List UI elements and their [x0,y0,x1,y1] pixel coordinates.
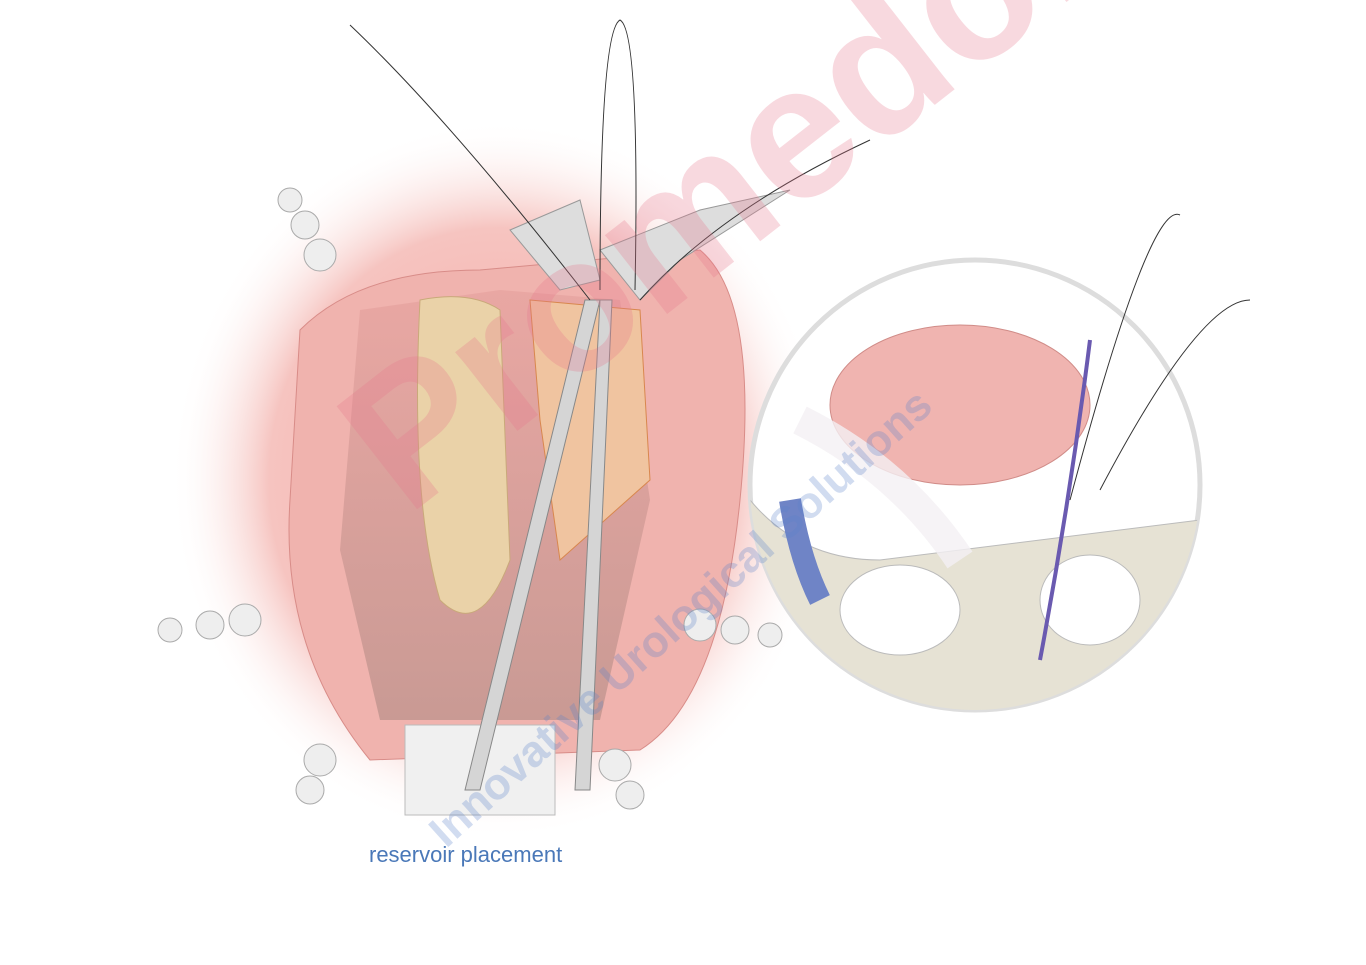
instruments [349,19,871,791]
figure-caption: reservoir placement [369,842,563,867]
inset-detail [747,213,1251,713]
retractors [157,187,783,810]
